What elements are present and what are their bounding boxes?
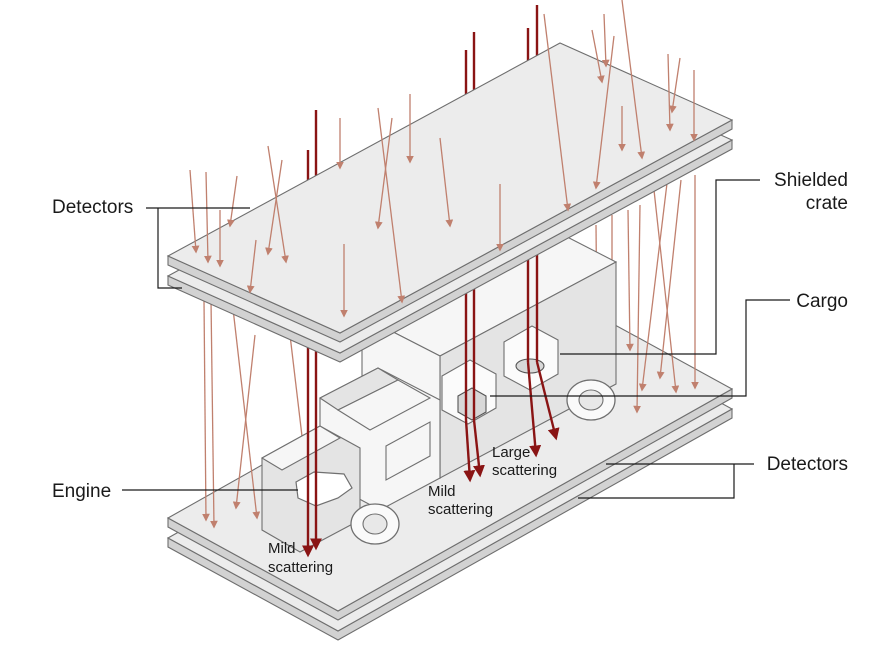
detectors-bottom-label: Detectors (767, 454, 848, 475)
mild-scattering-low-label-line2: scattering (268, 559, 333, 576)
shielded-crate-label-line2: crate (806, 193, 848, 214)
shielded-crate-label-line1: Shielded (774, 170, 848, 191)
mild-scattering-mid-label-line2: scattering (428, 501, 493, 518)
truck-front-wheel (350, 503, 400, 545)
top-detector-plate-upper (166, 42, 734, 343)
cargo-leader (490, 299, 790, 397)
mild-scattering-low-label-line1: Mild (268, 540, 296, 557)
cargo-label: Cargo (796, 291, 848, 312)
truck-cab (260, 367, 441, 553)
detectors-top-leader (146, 207, 250, 289)
labels: Detectors Shielded crate Cargo Detectors… (52, 170, 848, 576)
large-scattering-label-line2: scattering (492, 462, 557, 479)
muon-tracks-upper (189, 0, 698, 318)
mild-scattering-mid-label-line1: Mild (428, 483, 456, 500)
truck-rear-wheel (566, 379, 616, 421)
shielded-crate-leader (560, 179, 760, 355)
top-detector-plates (166, 42, 734, 363)
large-scattering-label-line1: Large (492, 444, 530, 461)
detectors-top-label: Detectors (52, 197, 133, 218)
detectors-bottom-leader (578, 463, 754, 499)
engine-label: Engine (52, 481, 111, 502)
leader-lines (122, 179, 790, 499)
shielded-crate (503, 325, 559, 391)
engine-block (295, 471, 353, 507)
